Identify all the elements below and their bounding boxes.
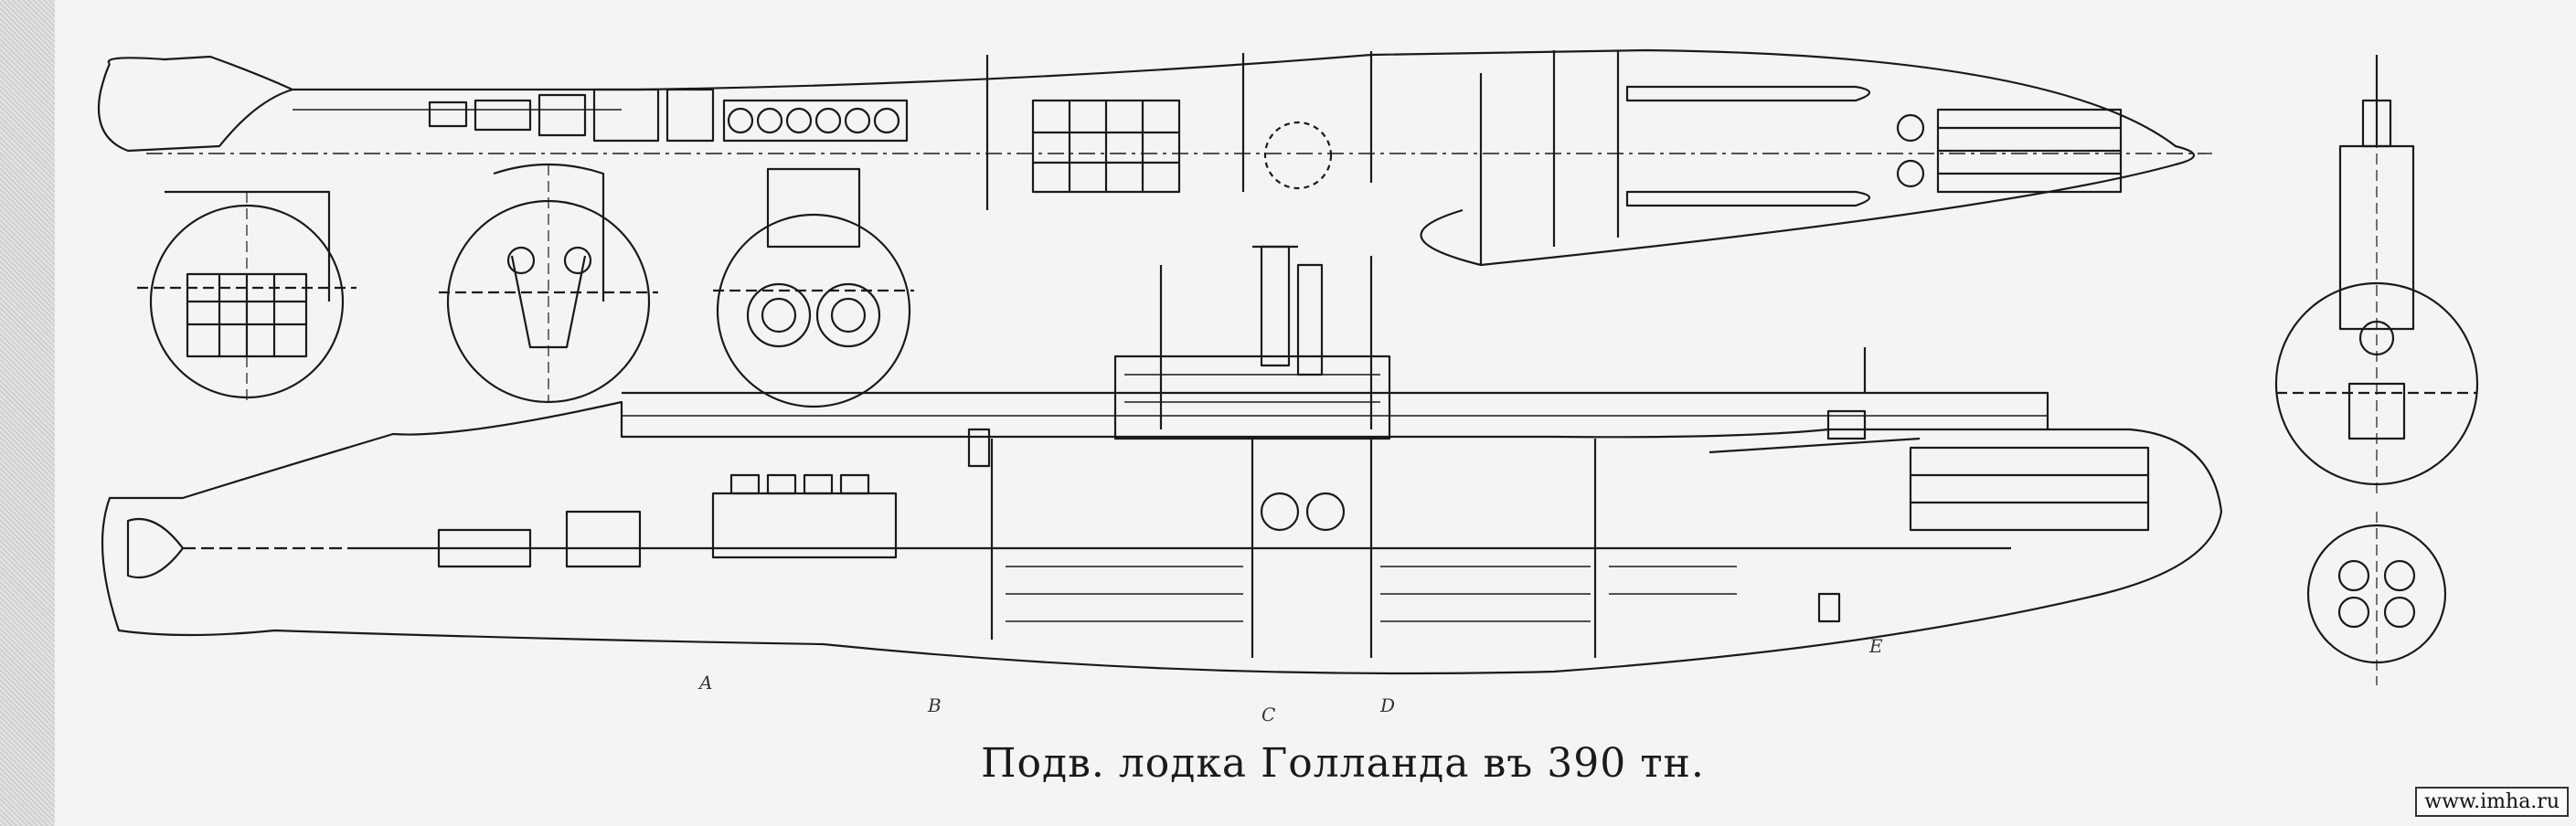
section-letter-d: D [1380, 694, 1396, 716]
watermark: www.imha.ru [2415, 787, 2569, 817]
section-letter-e: E [1869, 635, 1883, 657]
section-letter-b: B [928, 694, 942, 716]
figure-caption: Подв. лодка Голланда въ 390 тн. [981, 740, 1705, 787]
side-elevation [101, 245, 2223, 675]
cross-section-1 [137, 190, 357, 402]
end-view-upper [2274, 55, 2479, 493]
section-letter-a: A [699, 672, 713, 694]
cross-section-3 [713, 167, 914, 408]
scan-margin [0, 0, 55, 826]
end-view-lower [2306, 512, 2447, 685]
drawing-plate [55, 0, 2576, 826]
plan-view [97, 48, 2212, 267]
cross-section-2 [439, 163, 658, 404]
section-letter-c: C [1261, 704, 1276, 725]
